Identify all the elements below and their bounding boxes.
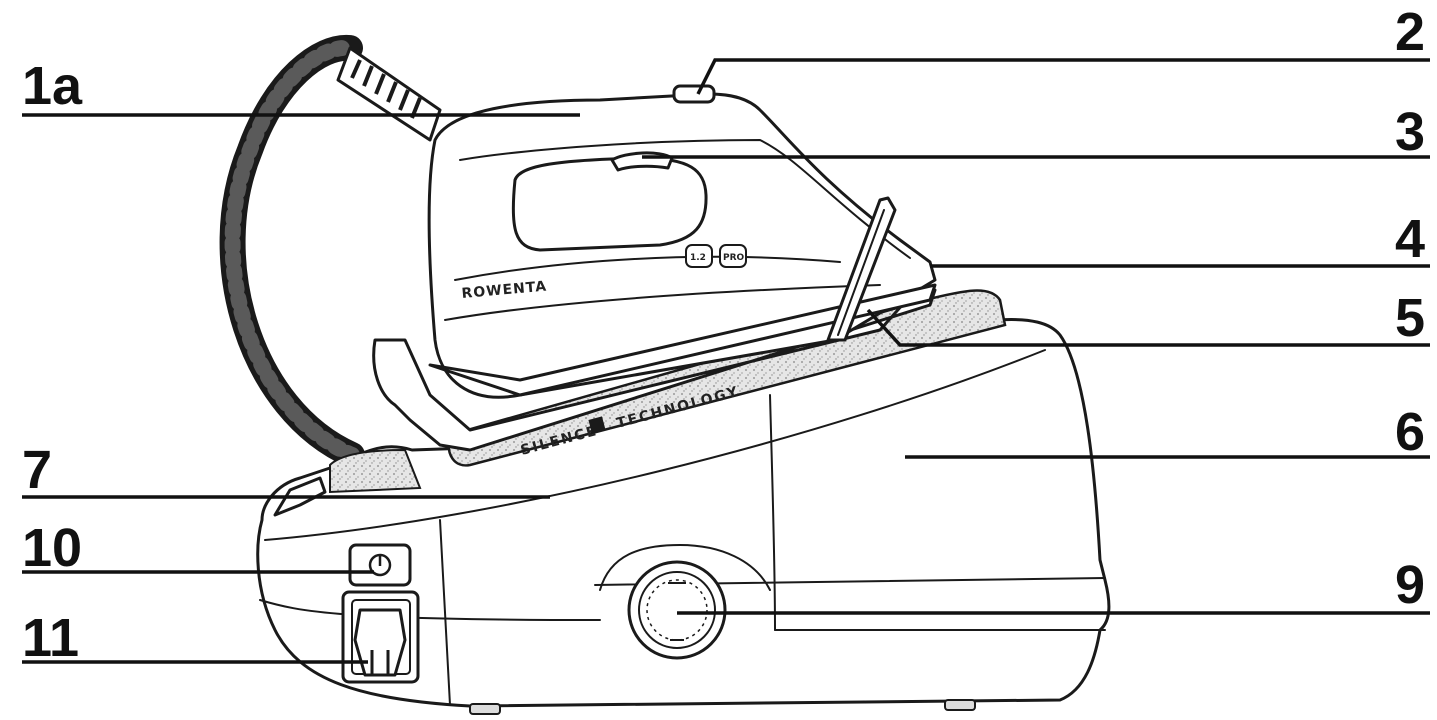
callout-7: 7 [22, 440, 52, 500]
hose-strain-relief [336, 46, 442, 142]
iron: ROWENTA 1.2 PRO [427, 84, 937, 399]
steam-hose [219, 34, 442, 468]
steam-control-dial [599, 543, 771, 660]
leader-2 [696, 58, 1430, 95]
callout-3: 3 [1395, 102, 1425, 162]
callout-labels: 1a 2 3 4 5 6 7 10 9 11 [22, 2, 1425, 668]
callout-4: 4 [1395, 209, 1425, 269]
icon-a-text: 1.2 [690, 253, 706, 263]
callout-11: 11 [22, 608, 79, 668]
callout-6: 6 [1395, 402, 1425, 462]
on-off-button [348, 543, 412, 587]
lock-button [672, 84, 716, 104]
cord-storage-plug [341, 590, 420, 684]
leader-5 [866, 308, 1430, 347]
brand-logo: ROWENTA [461, 279, 548, 302]
base-unit: SILENCE TECHNOLOGY [256, 283, 1111, 715]
icon-b-text: PRO [723, 253, 745, 263]
callout-5: 5 [1395, 288, 1425, 348]
leader-lines [22, 58, 1430, 664]
callout-10: 10 [22, 518, 82, 578]
callout-9: 9 [1395, 555, 1425, 615]
callout-2: 2 [1395, 2, 1425, 62]
callout-1a: 1a [22, 56, 83, 116]
band-logo-icon [588, 416, 606, 434]
